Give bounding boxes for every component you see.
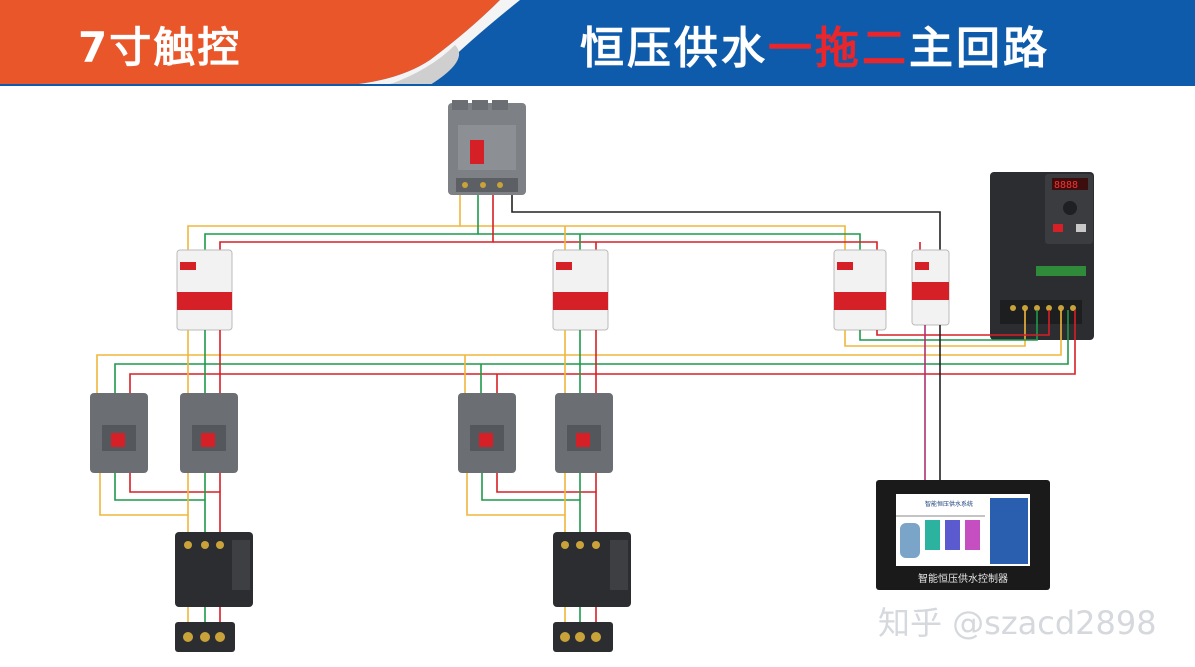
contactor-1	[90, 393, 148, 473]
contactor-3	[458, 393, 516, 473]
main-bus-wires	[187, 195, 941, 252]
hmi-screen-caption: 智能恒压供水系统	[925, 501, 974, 508]
hmi-touch-screen	[876, 480, 1050, 590]
contactor-4	[555, 393, 613, 473]
title-part-1: 恒压供水	[580, 23, 768, 74]
watermark: 知乎 @szacd2898	[878, 604, 1157, 642]
breaker-right	[833, 249, 887, 331]
inverter-wires	[96, 310, 1076, 480]
svg-text:8888: 8888	[1054, 180, 1078, 191]
title-part-3: 主回路	[909, 23, 1050, 74]
title-part-2: 一拖二	[768, 23, 909, 74]
header-banner	[0, 0, 1195, 86]
main-circuit-breaker	[448, 100, 526, 195]
breaker-control	[911, 249, 950, 326]
thermal-relay-right	[553, 532, 631, 607]
relay-output-wires	[187, 607, 597, 625]
terminal-block-right	[553, 622, 613, 652]
hmi-footer-label: 智能恒压供水控制器	[918, 574, 1008, 585]
terminal-block-left	[175, 622, 235, 652]
contactor-output-wires	[99, 473, 597, 535]
breaker-middle	[552, 249, 609, 331]
thermal-relay-left	[175, 532, 253, 607]
header-left-title: 7寸触控	[78, 23, 242, 72]
vfd-inverter: 8888	[990, 172, 1094, 340]
contactor-2	[180, 393, 238, 473]
breaker-left	[176, 249, 233, 331]
header-right-title: 恒压供水一拖二主回路	[580, 12, 1050, 76]
breaker-output-wires	[187, 330, 597, 395]
